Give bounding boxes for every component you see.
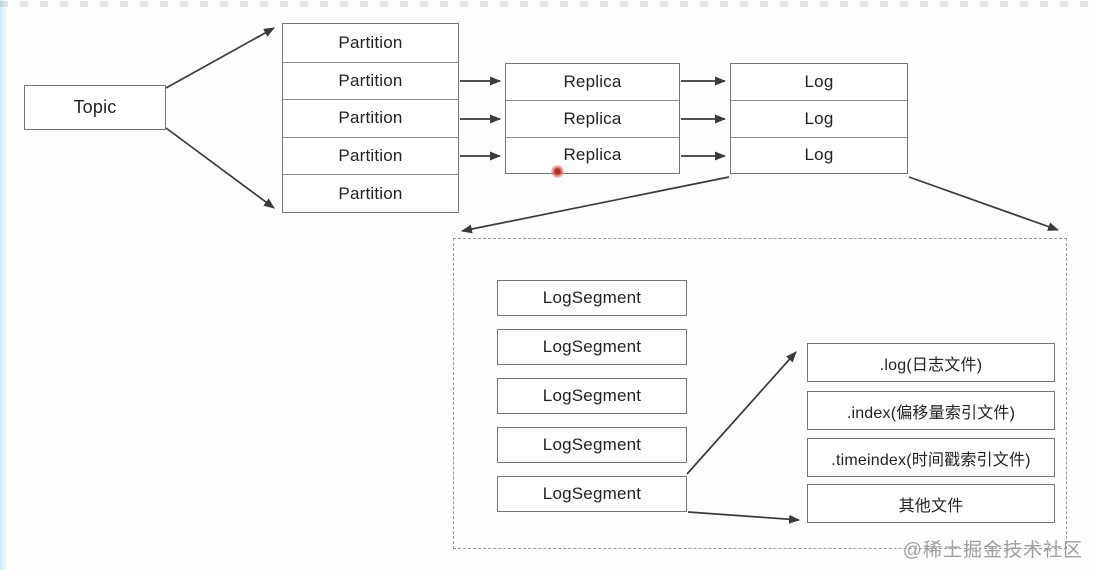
log-row: Log — [731, 100, 907, 136]
partition-row: Partition — [338, 32, 403, 52]
logsegment-box: LogSegment — [497, 329, 687, 365]
arrow-topic-to-partitions-bottom — [165, 127, 275, 209]
partition-row: Partition — [283, 174, 458, 212]
file-box-other: 其他文件 — [807, 484, 1055, 523]
log-detail-dashed-container — [453, 238, 1067, 549]
topic-label: Topic — [73, 97, 117, 117]
log-row: Log — [731, 136, 907, 173]
partition-row: Partition — [283, 99, 458, 137]
logsegment-box: LogSegment — [497, 280, 687, 316]
log-row: Log — [804, 72, 834, 92]
left-edge-strip — [0, 0, 8, 570]
topic-box: Topic — [24, 85, 166, 130]
top-edge-artifact — [0, 1, 1094, 7]
file-box-log: .log(日志文件) — [807, 343, 1055, 382]
replica-row: Replica — [506, 100, 679, 136]
log-stack: Log Log Log — [730, 63, 908, 174]
partition-stack: Partition Partition Partition Partition … — [282, 23, 459, 213]
arrow-topic-to-partitions-top — [165, 27, 275, 89]
partition-row: Partition — [283, 61, 458, 100]
cursor-dot — [551, 165, 564, 178]
logsegment-box: LogSegment — [497, 378, 687, 414]
arrow-log-to-detail-right — [908, 176, 1059, 231]
arrow-log-to-detail-left — [461, 176, 730, 234]
replica-row: Replica — [563, 72, 622, 92]
replica-stack: Replica Replica Replica — [505, 63, 680, 174]
file-box-timeindex: .timeindex(时间戳索引文件) — [807, 438, 1055, 477]
logsegment-box: LogSegment — [497, 427, 687, 463]
logsegment-box: LogSegment — [497, 476, 687, 512]
watermark: @稀土掘金技术社区 — [902, 540, 1083, 561]
partition-row: Partition — [283, 136, 458, 175]
file-box-index: .index(偏移量索引文件) — [807, 391, 1055, 430]
replica-row: Replica — [506, 136, 679, 173]
